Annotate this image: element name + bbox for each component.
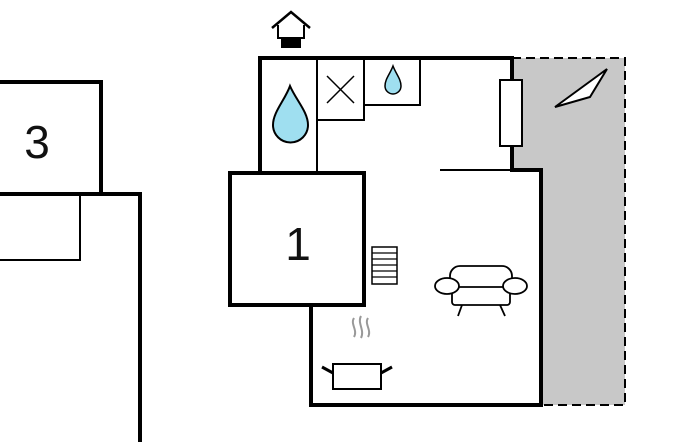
- left-building-inner-line: [0, 194, 81, 261]
- wardrobe-icon: [499, 79, 523, 147]
- terrace-triangle-icon: [554, 68, 608, 108]
- stairs-icon: [371, 246, 398, 285]
- room-3-label: 3: [24, 116, 50, 168]
- sink-drop-icon: [384, 63, 402, 95]
- room-1-outline: [228, 171, 366, 307]
- terrace-area: [512, 58, 625, 405]
- cooking-pot-icon: [321, 315, 393, 390]
- bathroom-walls: [316, 58, 512, 173]
- entrance-house-icon: [271, 10, 311, 48]
- room-3-outline: [0, 80, 103, 196]
- shower-drop-icon: [271, 83, 310, 144]
- room-1-label: 1: [285, 218, 311, 270]
- room-1: 1: [228, 171, 366, 307]
- left-building: 3: [0, 80, 142, 442]
- toilet-cross-icon: [326, 75, 355, 104]
- terrace-dashed-border: [512, 57, 626, 406]
- bath-wall-2: [317, 58, 365, 121]
- terrace: [512, 57, 626, 406]
- sofa-icon: [434, 265, 528, 317]
- bath-wall-3: [364, 58, 421, 106]
- left-building-lower-wall: [0, 192, 142, 442]
